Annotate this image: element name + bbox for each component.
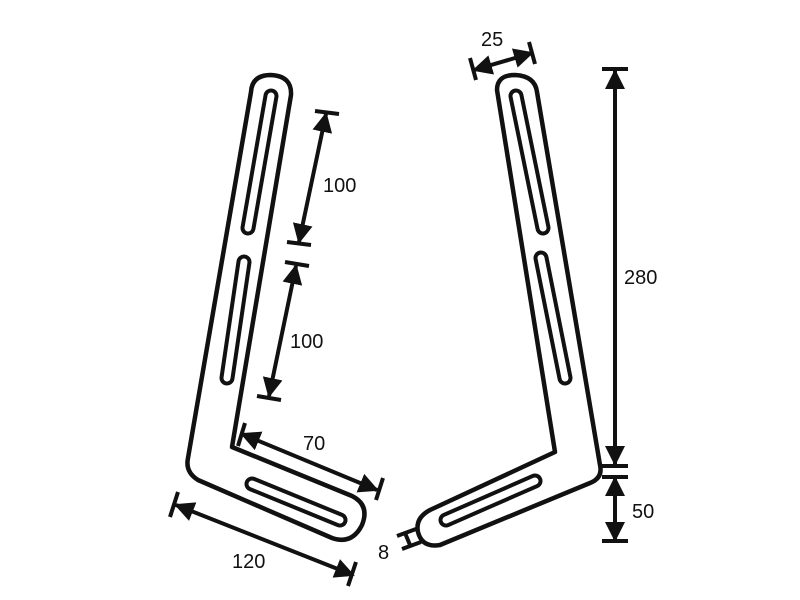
dim-8: 8 [378, 527, 422, 564]
left-lower-slot [219, 254, 252, 386]
dim-280: 280 [602, 67, 657, 468]
dim-label-8: 8 [378, 542, 389, 564]
right-arm-slot [438, 473, 543, 528]
right-lower-slot [533, 250, 573, 386]
left-arm-slot [244, 476, 348, 528]
dim-label-280: 280 [624, 267, 657, 289]
dim-upper-100: 100 [286, 109, 356, 247]
left-bracket [185, 72, 367, 543]
dim-25: 25 [468, 29, 537, 81]
right-upper-slot [508, 88, 551, 236]
right-bracket-outline [415, 72, 603, 548]
dim-50: 50 [602, 475, 654, 543]
dim-label-25: 25 [481, 29, 503, 51]
left-upper-slot [240, 88, 279, 236]
dim-label-120: 120 [232, 551, 265, 573]
dim-label-50: 50 [632, 501, 654, 523]
dim-lower-100: 100 [256, 260, 323, 402]
dim-label-lower-100: 100 [290, 331, 323, 353]
dim-70: 70 [236, 422, 385, 501]
dim-label-70: 70 [303, 433, 325, 455]
right-bracket [415, 72, 603, 548]
dim-120: 120 [168, 491, 358, 587]
left-bracket-outline [185, 72, 367, 543]
dim-label-upper-100: 100 [323, 175, 356, 197]
